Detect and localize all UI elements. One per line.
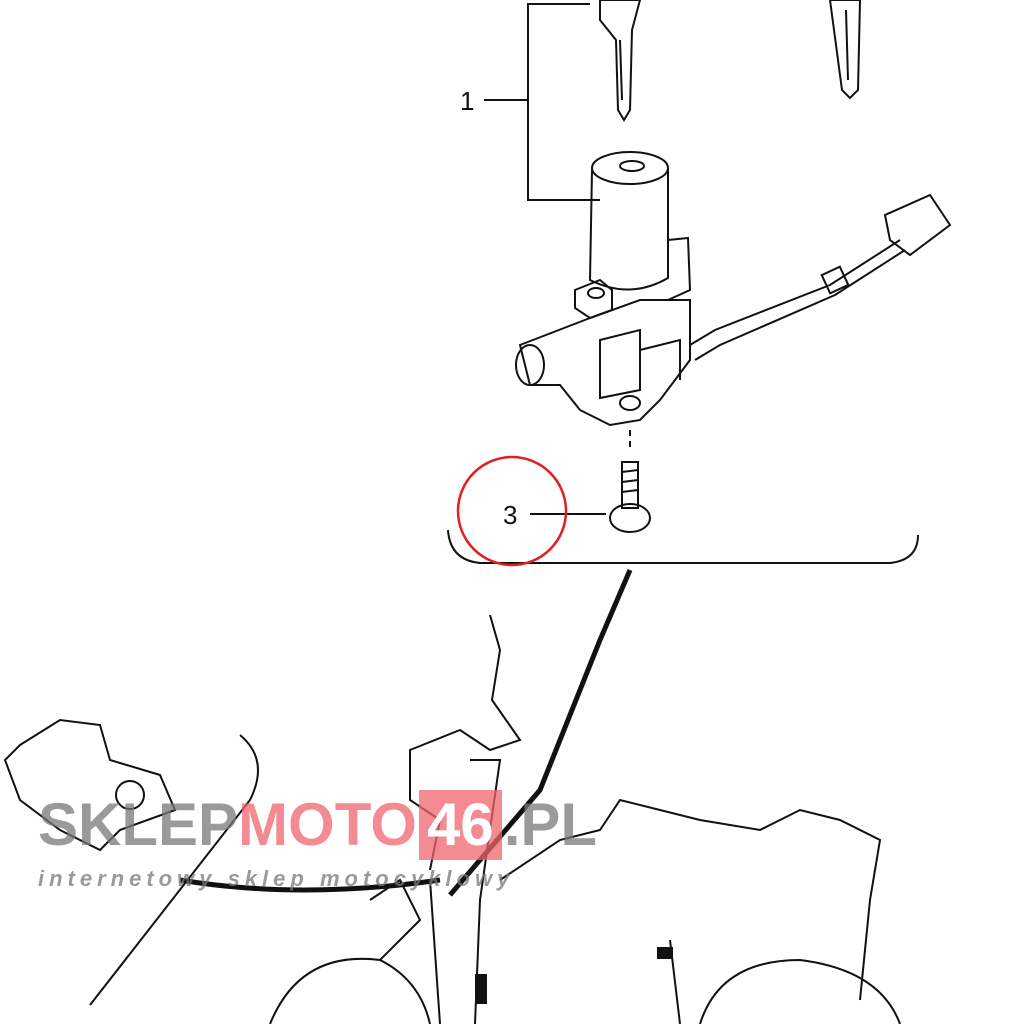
watermark-pl: .PL: [503, 791, 598, 858]
watermark-sklep: SKLEP: [38, 791, 239, 858]
screw-icon: [530, 461, 651, 533]
callout-part-3: 3: [503, 500, 518, 530]
watermark-46: 46: [418, 790, 502, 860]
key-icon: [599, 0, 862, 122]
watermark-tagline: internetowy sklep motocyklowy: [38, 866, 515, 891]
part1-leader: [484, 3, 600, 201]
group-brace: [447, 529, 919, 564]
wire-connector: [689, 193, 952, 361]
watermark-moto: MOTO: [238, 791, 417, 858]
main-switch-lock: [515, 151, 692, 450]
highlight-circle: [456, 455, 568, 567]
callout-part-1: 1: [460, 86, 475, 116]
inset-detail: [3, 718, 441, 1006]
